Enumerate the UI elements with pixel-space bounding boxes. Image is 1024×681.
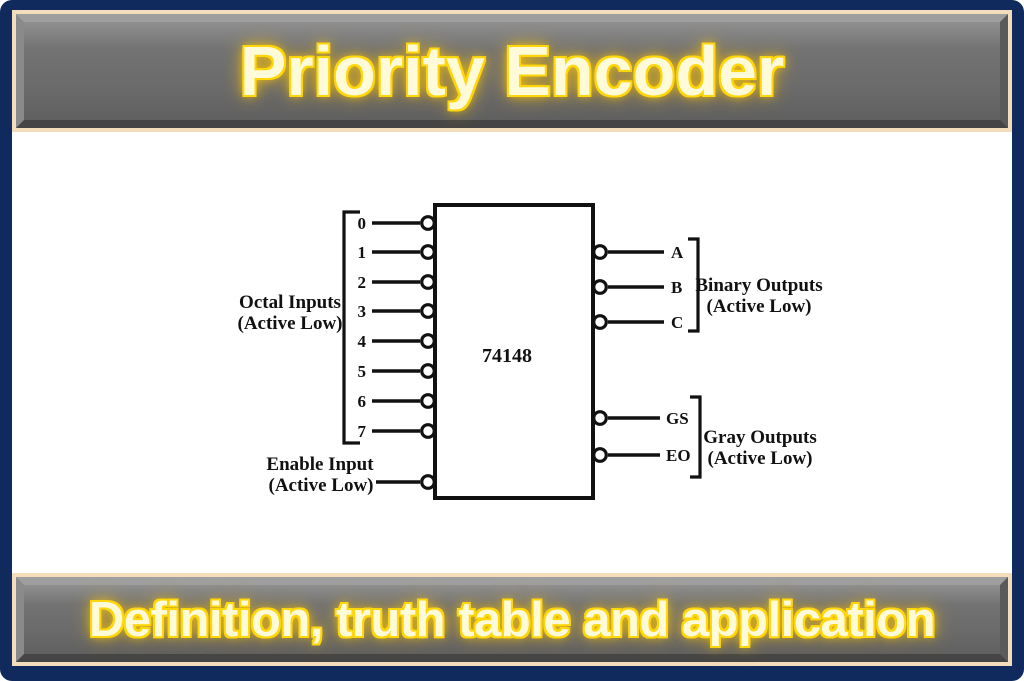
gray-output-pins: GS EO — [592, 409, 691, 465]
svg-text:Gray Outputs: Gray Outputs — [703, 427, 817, 448]
input-pin-label: 2 — [358, 273, 367, 292]
active-low-bubble — [420, 303, 436, 319]
svg-text:(Active Low): (Active Low) — [707, 296, 812, 317]
input-pin-label: 4 — [358, 332, 367, 351]
active-low-bubble — [420, 274, 436, 290]
active-low-bubble — [420, 393, 436, 409]
active-low-bubble — [592, 447, 608, 463]
input-pin-label: 0 — [358, 214, 367, 233]
footer-banner: Definition, truth table and application — [12, 573, 1012, 666]
binary-output-pins: A B C — [592, 243, 684, 332]
input-pin-label: 5 — [358, 362, 367, 381]
svg-text:Enable Input: Enable Input — [266, 454, 374, 475]
input-pin-label: 3 — [358, 302, 367, 321]
svg-text:Octal Inputs: Octal Inputs — [239, 292, 341, 313]
binary-outputs-bracket — [688, 237, 700, 333]
svg-text:Binary Outputs: Binary Outputs — [695, 275, 822, 296]
active-low-bubble — [420, 215, 436, 231]
octal-inputs-bracket — [342, 210, 360, 445]
gray-outputs-label: Gray Outputs (Active Low) — [703, 427, 817, 469]
output-pin-label: EO — [666, 446, 691, 465]
input-pin-label: 1 — [358, 243, 367, 262]
active-low-bubble — [420, 244, 436, 260]
ic-body — [433, 203, 595, 500]
gray-outputs-bracket — [690, 395, 702, 479]
input-pin-label: 7 — [358, 422, 367, 441]
footer-banner-face: Definition, truth table and application — [16, 577, 1008, 662]
active-low-bubble — [420, 363, 436, 379]
active-low-bubble — [592, 410, 608, 426]
octal-inputs-label: Octal Inputs (Active Low) — [238, 292, 343, 334]
svg-text:(Active Low): (Active Low) — [269, 475, 374, 496]
svg-text:(Active Low): (Active Low) — [708, 448, 813, 469]
output-pin-label: A — [671, 243, 684, 262]
input-pin-label: 6 — [358, 392, 367, 411]
output-pin-label: GS — [666, 409, 689, 428]
header-banner-face: Priority Encoder — [16, 14, 1008, 128]
active-low-bubble — [592, 314, 608, 330]
active-low-bubble — [420, 423, 436, 439]
page-title: Priority Encoder — [239, 32, 785, 110]
output-pin-label: B — [671, 278, 682, 297]
svg-text:(Active Low): (Active Low) — [238, 313, 343, 334]
binary-outputs-label: Binary Outputs (Active Low) — [695, 275, 822, 317]
active-low-bubble — [592, 279, 608, 295]
enable-input: Enable Input (Active Low) — [266, 454, 436, 496]
active-low-bubble — [592, 244, 608, 260]
subtitle: Definition, truth table and application — [88, 592, 936, 647]
active-low-bubble — [420, 474, 436, 490]
header-banner: Priority Encoder — [12, 10, 1012, 132]
octal-input-pins: 0 1 2 3 4 5 6 7 — [358, 214, 436, 441]
output-pin-label: C — [671, 313, 683, 332]
ic-label: 74148 — [482, 345, 532, 367]
active-low-bubble — [420, 333, 436, 349]
